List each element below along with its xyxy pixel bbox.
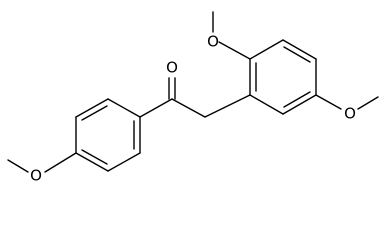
molecule-drawing: O O O O xyxy=(7,11,379,185)
methoxy-oxygen-label: O xyxy=(30,167,42,185)
carbonyl-oxygen-label: O xyxy=(166,59,178,77)
bond xyxy=(7,159,29,173)
bond xyxy=(357,96,379,110)
bond xyxy=(249,39,284,60)
bond xyxy=(171,98,206,118)
bond xyxy=(218,41,251,60)
methoxy-oxygen-label: O xyxy=(344,105,356,123)
bond xyxy=(282,39,317,60)
bonds xyxy=(7,11,379,173)
double-bond-inner xyxy=(81,149,108,165)
bond xyxy=(107,98,141,118)
bond xyxy=(75,98,109,118)
bond xyxy=(204,94,251,118)
structure-diagram: O O O O xyxy=(7,11,379,185)
bond xyxy=(44,152,77,173)
bond xyxy=(107,152,141,172)
atom-labels: O O O O xyxy=(30,33,356,185)
double-bond-inner xyxy=(283,91,311,108)
bond xyxy=(75,152,109,172)
bond xyxy=(139,98,173,118)
methoxy-oxygen-label: O xyxy=(207,33,219,51)
double-bond-inner xyxy=(81,105,108,121)
bond xyxy=(282,94,317,115)
bond xyxy=(249,94,284,115)
bond xyxy=(315,94,342,110)
double-bond-inner xyxy=(283,46,311,63)
